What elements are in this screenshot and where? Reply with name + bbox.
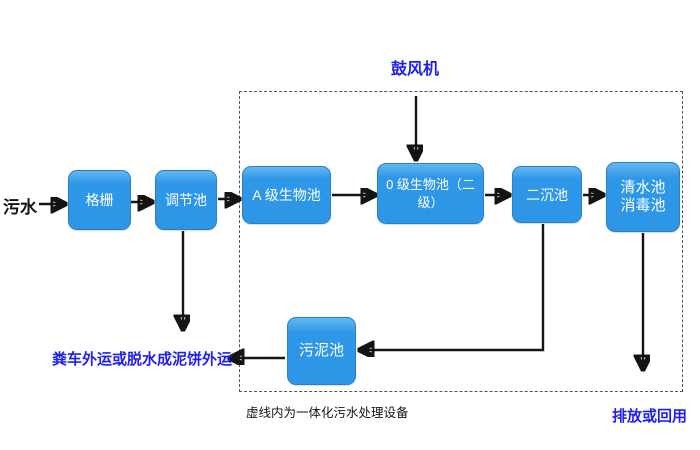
influent-label: 污水 bbox=[3, 198, 37, 217]
node-o-bio-tank-label: 0 级生物池（二级） bbox=[386, 176, 475, 210]
node-clear-water-tank-label: 清水池 bbox=[620, 179, 666, 196]
node-clear-water-disinfection-tank[interactable]: 清水池 消毒池 bbox=[606, 162, 680, 232]
node-grid-label: 格栅 bbox=[85, 192, 114, 208]
node-regulating-tank[interactable]: 调节池 bbox=[155, 170, 217, 230]
node-a-bio-tank[interactable]: A 级生物池 bbox=[242, 166, 331, 224]
node-regulating-tank-label: 调节池 bbox=[165, 192, 207, 208]
dashed-frame-note: 虚线内为一体化污水处理设备 bbox=[246, 406, 409, 420]
node-sludge-tank-label: 污泥池 bbox=[298, 342, 344, 359]
node-secondary-sedimentation-tank[interactable]: 二沉池 bbox=[512, 166, 582, 223]
node-a-bio-tank-label: A 级生物池 bbox=[252, 187, 321, 203]
node-disinfection-tank-label: 消毒池 bbox=[620, 197, 666, 214]
node-secondary-sedimentation-tank-label: 二沉池 bbox=[526, 186, 568, 203]
integrated-equipment-dashed-frame bbox=[239, 91, 683, 392]
sludge-disposal-label: 粪车外运或脱水成泥饼外运 bbox=[52, 351, 233, 368]
effluent-label: 排放或回用 bbox=[612, 408, 688, 425]
node-grid[interactable]: 格栅 bbox=[68, 170, 131, 230]
blower-label: 鼓风机 bbox=[391, 61, 440, 78]
node-sludge-tank[interactable]: 污泥池 bbox=[287, 317, 356, 385]
node-o-bio-tank[interactable]: 0 级生物池（二级） bbox=[377, 163, 484, 224]
